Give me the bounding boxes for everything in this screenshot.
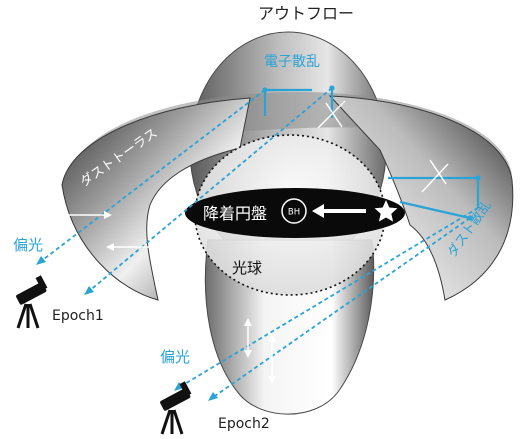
telescope-icon (16, 275, 48, 329)
sightline-arrowheads (36, 256, 218, 401)
arrow-left-icon (312, 204, 366, 218)
photosphere-label: 光球 (232, 259, 262, 277)
polarization-arrows (62, 100, 449, 380)
polarization-label-1: 偏光 (13, 236, 43, 254)
polarization-arrowheads (58, 211, 276, 384)
accretion-disk-label: 降着円盤 (203, 204, 267, 223)
star-icon (374, 200, 398, 222)
epoch2-label: Epoch2 (218, 416, 270, 432)
sightlines (39, 87, 479, 399)
electron-scattering-label: 電子散乱 (264, 54, 320, 70)
dust-scatter-point-1 (475, 175, 481, 181)
black-hole-circle (281, 198, 307, 224)
polarization-label-2: 偏光 (160, 348, 190, 366)
outflow-label: アウトフロー (258, 4, 354, 23)
black-hole-label: BH (288, 208, 300, 218)
epoch1-label: Epoch1 (52, 308, 104, 324)
torus-right (328, 95, 514, 301)
dust-scattering-lines (388, 176, 480, 220)
torus-left (61, 97, 251, 301)
telescope-icon (160, 381, 192, 435)
